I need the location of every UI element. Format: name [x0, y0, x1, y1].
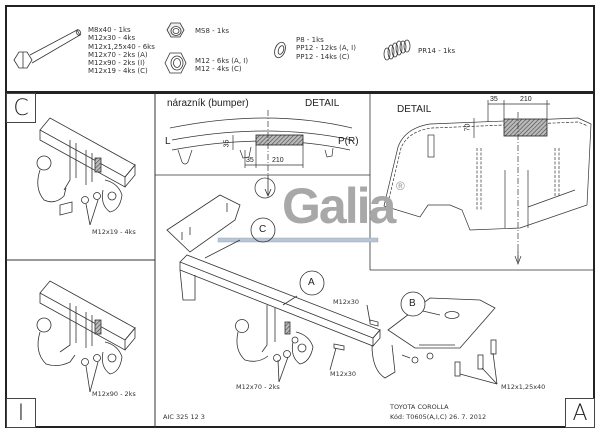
bolt-item: M12x70 - 2ks (A) — [88, 50, 148, 59]
callout-a: A — [308, 277, 315, 288]
callout-c-bolts: M12x19 - 4ks — [92, 228, 136, 236]
variant-label-i: I — [6, 398, 36, 428]
panel-dim-offset: 35 — [490, 96, 498, 103]
bolt-m12x30-lower: M12x30 — [330, 370, 356, 378]
variant-letter-a: A — [572, 400, 588, 426]
variant-label-c: C — [6, 93, 36, 123]
bolt-item: M12x90 - 2ks (I) — [88, 59, 145, 68]
callout-c-circle — [250, 217, 276, 243]
nut-item: M12 - 6ks (A, I) — [195, 57, 249, 65]
bolt-m12x70: M12x70 - 2ks — [236, 383, 280, 391]
bumper-left-label: L — [165, 136, 171, 147]
washer-item: P8 - 1ks — [296, 36, 324, 44]
spring-washer-icon — [383, 39, 411, 61]
variant-letter-c: C — [13, 95, 29, 121]
logo-registered-mark: ® — [396, 179, 405, 193]
washer-item: PP12 - 14ks (C) — [296, 52, 350, 61]
bumper-dim-height: 35 — [223, 139, 231, 148]
bumper-dim-width: 210 — [272, 157, 284, 164]
bolt-m12x30-upper: M12x30 — [333, 298, 359, 306]
callout-c: C — [259, 224, 267, 235]
variant-label-a: A — [565, 398, 595, 428]
self-lock-nut-item: MS8 - 1ks — [195, 27, 230, 35]
self-lock-nut-icon — [166, 22, 185, 38]
nut-list: M12 - 6ks (A, I) M12 - 4ks (C) — [195, 57, 248, 74]
code-and-date: Kód: T0605(A,I,C) 26. 7. 2012 — [390, 413, 487, 421]
logo-wordmark: Galia — [282, 178, 396, 234]
callout-a-circle — [299, 270, 325, 296]
logo-graphic — [217, 237, 379, 243]
washer-icon — [274, 41, 286, 59]
nut-icon — [164, 52, 187, 74]
bolt-item: M12x1,25x40 - 6ks — [88, 42, 155, 51]
washer-item: PP12 - 12ks (A, I) — [296, 44, 356, 53]
vehicle-name: TOYOTA COROLLA — [390, 403, 449, 411]
panel-dim-height: 70 — [464, 123, 472, 132]
hitch-i-drawing — [36, 280, 136, 393]
bumper-detail-drawing — [169, 110, 353, 175]
drawing-number: AIC 325 12 3 — [163, 413, 205, 421]
callout-b: B — [409, 298, 416, 309]
callout-i-bolts: M12x90 - 2ks — [92, 390, 136, 398]
washer-list: P8 - 1ks PP12 - 12ks (A, I) PP12 - 14ks … — [296, 36, 356, 61]
panel-detail-drawing — [383, 100, 592, 265]
bolt-list: M8x40 - 1ks M12x30 - 4ks M12x1,25x40 - 6… — [88, 26, 155, 76]
variant-letter-i: I — [17, 400, 25, 426]
bumper-title: nárazník (bumper) — [167, 98, 249, 109]
callout-b-circle — [400, 291, 426, 317]
hitch-c-drawing — [36, 117, 136, 226]
detail-arrow-circle — [254, 177, 276, 199]
bolt-m12x125x40: M12x1,25x40 — [501, 383, 546, 391]
spring-washer-item: PR14 - 1ks — [418, 47, 456, 55]
bolt-item: M8x40 - 1ks — [88, 26, 131, 34]
spring-washer-list: PR14 - 1ks — [418, 47, 455, 55]
bumper-detail-label: DETAIL — [305, 98, 340, 109]
bumper-right-label: P(R) — [338, 136, 359, 147]
panel-detail-label: DETAIL — [397, 104, 432, 115]
assembly-drawing — [166, 194, 498, 385]
nut-item: M12 - 4ks (C) — [195, 65, 242, 74]
bolt-item: M12x19 - 4ks (C) — [88, 67, 148, 76]
bolt-item: M12x30 - 4ks — [88, 34, 136, 43]
bolt-icon — [13, 29, 82, 69]
bumper-dim-offset: 35 — [246, 157, 254, 164]
panel-dim-width: 210 — [520, 96, 532, 103]
self-lock-nut-list: MS8 - 1ks — [195, 27, 229, 35]
